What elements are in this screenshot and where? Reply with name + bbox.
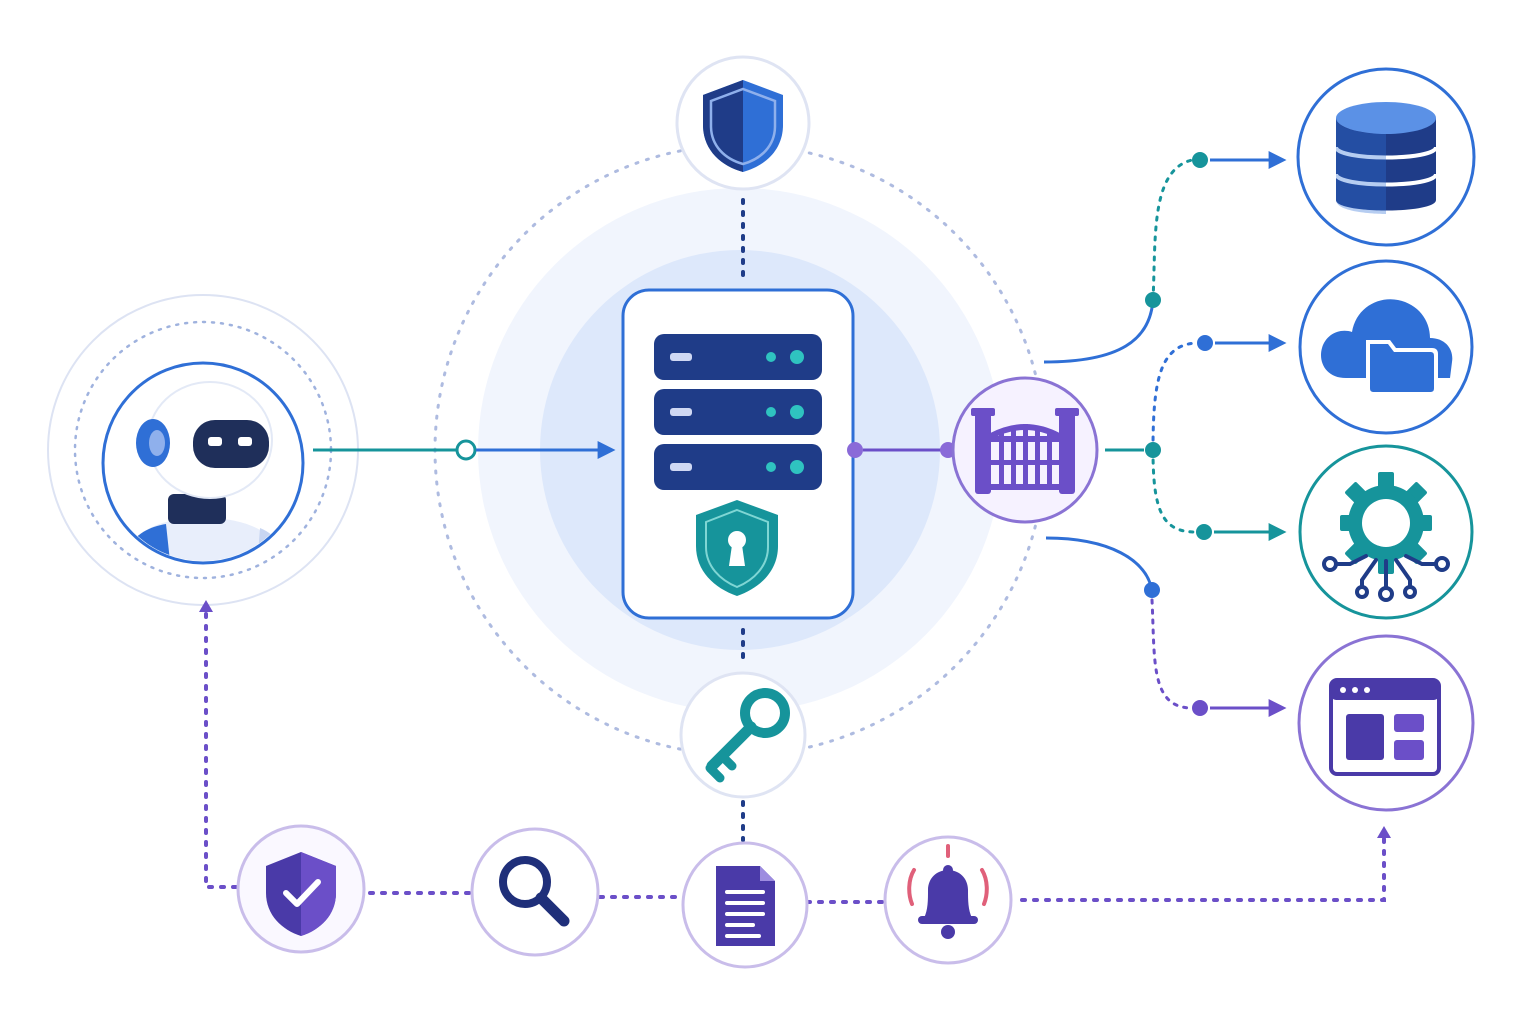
audit-inspect-node[interactable]: [470, 827, 600, 957]
gate-icon: [971, 408, 1079, 494]
target-cloud-storage-node[interactable]: [1298, 259, 1474, 435]
database-icon: [1334, 102, 1438, 214]
agent-to-gateway-connector: [313, 439, 616, 461]
target-database-node[interactable]: [1296, 67, 1476, 247]
shield-lock-icon: [690, 492, 784, 603]
agent-node[interactable]: [47, 294, 359, 606]
gate-to-targets-connectors: [1043, 151, 1287, 717]
gear-network-icon: [1322, 472, 1450, 602]
gate-node[interactable]: [951, 376, 1099, 524]
server-rack-icon: [654, 334, 822, 490]
key-icon: [705, 688, 790, 783]
robot-agent-icon: [118, 381, 290, 561]
shield-check-icon: [266, 852, 336, 936]
gateway-to-gate-connector: [847, 442, 956, 458]
target-services-node[interactable]: [1298, 444, 1474, 620]
audit-alert-node[interactable]: [883, 835, 1013, 965]
document-icon: [716, 866, 775, 946]
credentials-key-node[interactable]: [679, 671, 807, 799]
alert-bell-icon: [907, 844, 989, 939]
web-app-window-icon: [1329, 678, 1441, 776]
target-web-app-node[interactable]: [1297, 634, 1475, 812]
magnifier-icon: [499, 856, 570, 927]
cloud-folder-icon: [1321, 299, 1453, 396]
gateway-server-card[interactable]: [621, 288, 855, 620]
audit-log-node[interactable]: [681, 841, 809, 969]
shield-icon: [703, 80, 783, 172]
audit-verify-node[interactable]: [236, 824, 366, 954]
audit-loop-connectors: [199, 600, 1391, 904]
policy-shield-node[interactable]: [675, 55, 811, 191]
